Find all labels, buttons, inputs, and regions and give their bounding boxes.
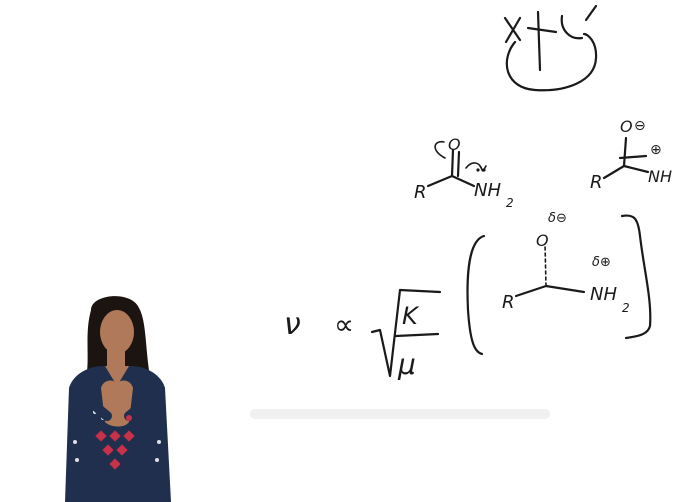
- presenter-face: [100, 310, 134, 354]
- equation-mu: μ: [397, 348, 416, 381]
- amide-right-r: R: [590, 172, 603, 193]
- board-glare: [250, 409, 550, 419]
- fraction-bar: [394, 332, 440, 338]
- equation-nu: ν: [284, 307, 301, 342]
- bracket-sub: 2: [622, 301, 630, 315]
- top-sketch: [503, 4, 598, 92]
- person-icon: [65, 296, 171, 502]
- bracket-n: NH: [590, 284, 617, 305]
- bracket-n-charge: δ⊕: [592, 255, 611, 270]
- amide-right-n: NH: [648, 167, 672, 186]
- right-bracket: [620, 214, 652, 340]
- bracket-structure: R O δ⊖ δ⊕ NH 2: [466, 211, 652, 356]
- frequency-equation: ν ∝ K μ: [284, 288, 442, 381]
- presenter-figure: [65, 296, 171, 502]
- amide-left-n: NH: [474, 180, 501, 201]
- equation-proportional: ∝: [334, 308, 354, 341]
- amide-right-o-charge: ⊖: [634, 118, 646, 134]
- amide-right-o: O: [620, 117, 633, 136]
- bracket-o-charge: δ⊖: [548, 211, 567, 226]
- amide-right-n-charge: ⊕: [650, 142, 662, 158]
- bracket-r: R: [502, 292, 515, 313]
- amide-left-r: R: [414, 182, 427, 203]
- equation-k: K: [402, 302, 420, 330]
- sqrt-sign: [370, 288, 442, 378]
- amide-left-o: O: [448, 135, 461, 154]
- amide-left-sub: 2: [506, 196, 514, 210]
- left-bracket: [466, 234, 486, 356]
- bracket-o: O: [536, 231, 549, 250]
- amide-structure-right: R O ⊖ ⊕ NH: [590, 117, 672, 193]
- amide-structure-left: R O NH 2: [414, 135, 514, 210]
